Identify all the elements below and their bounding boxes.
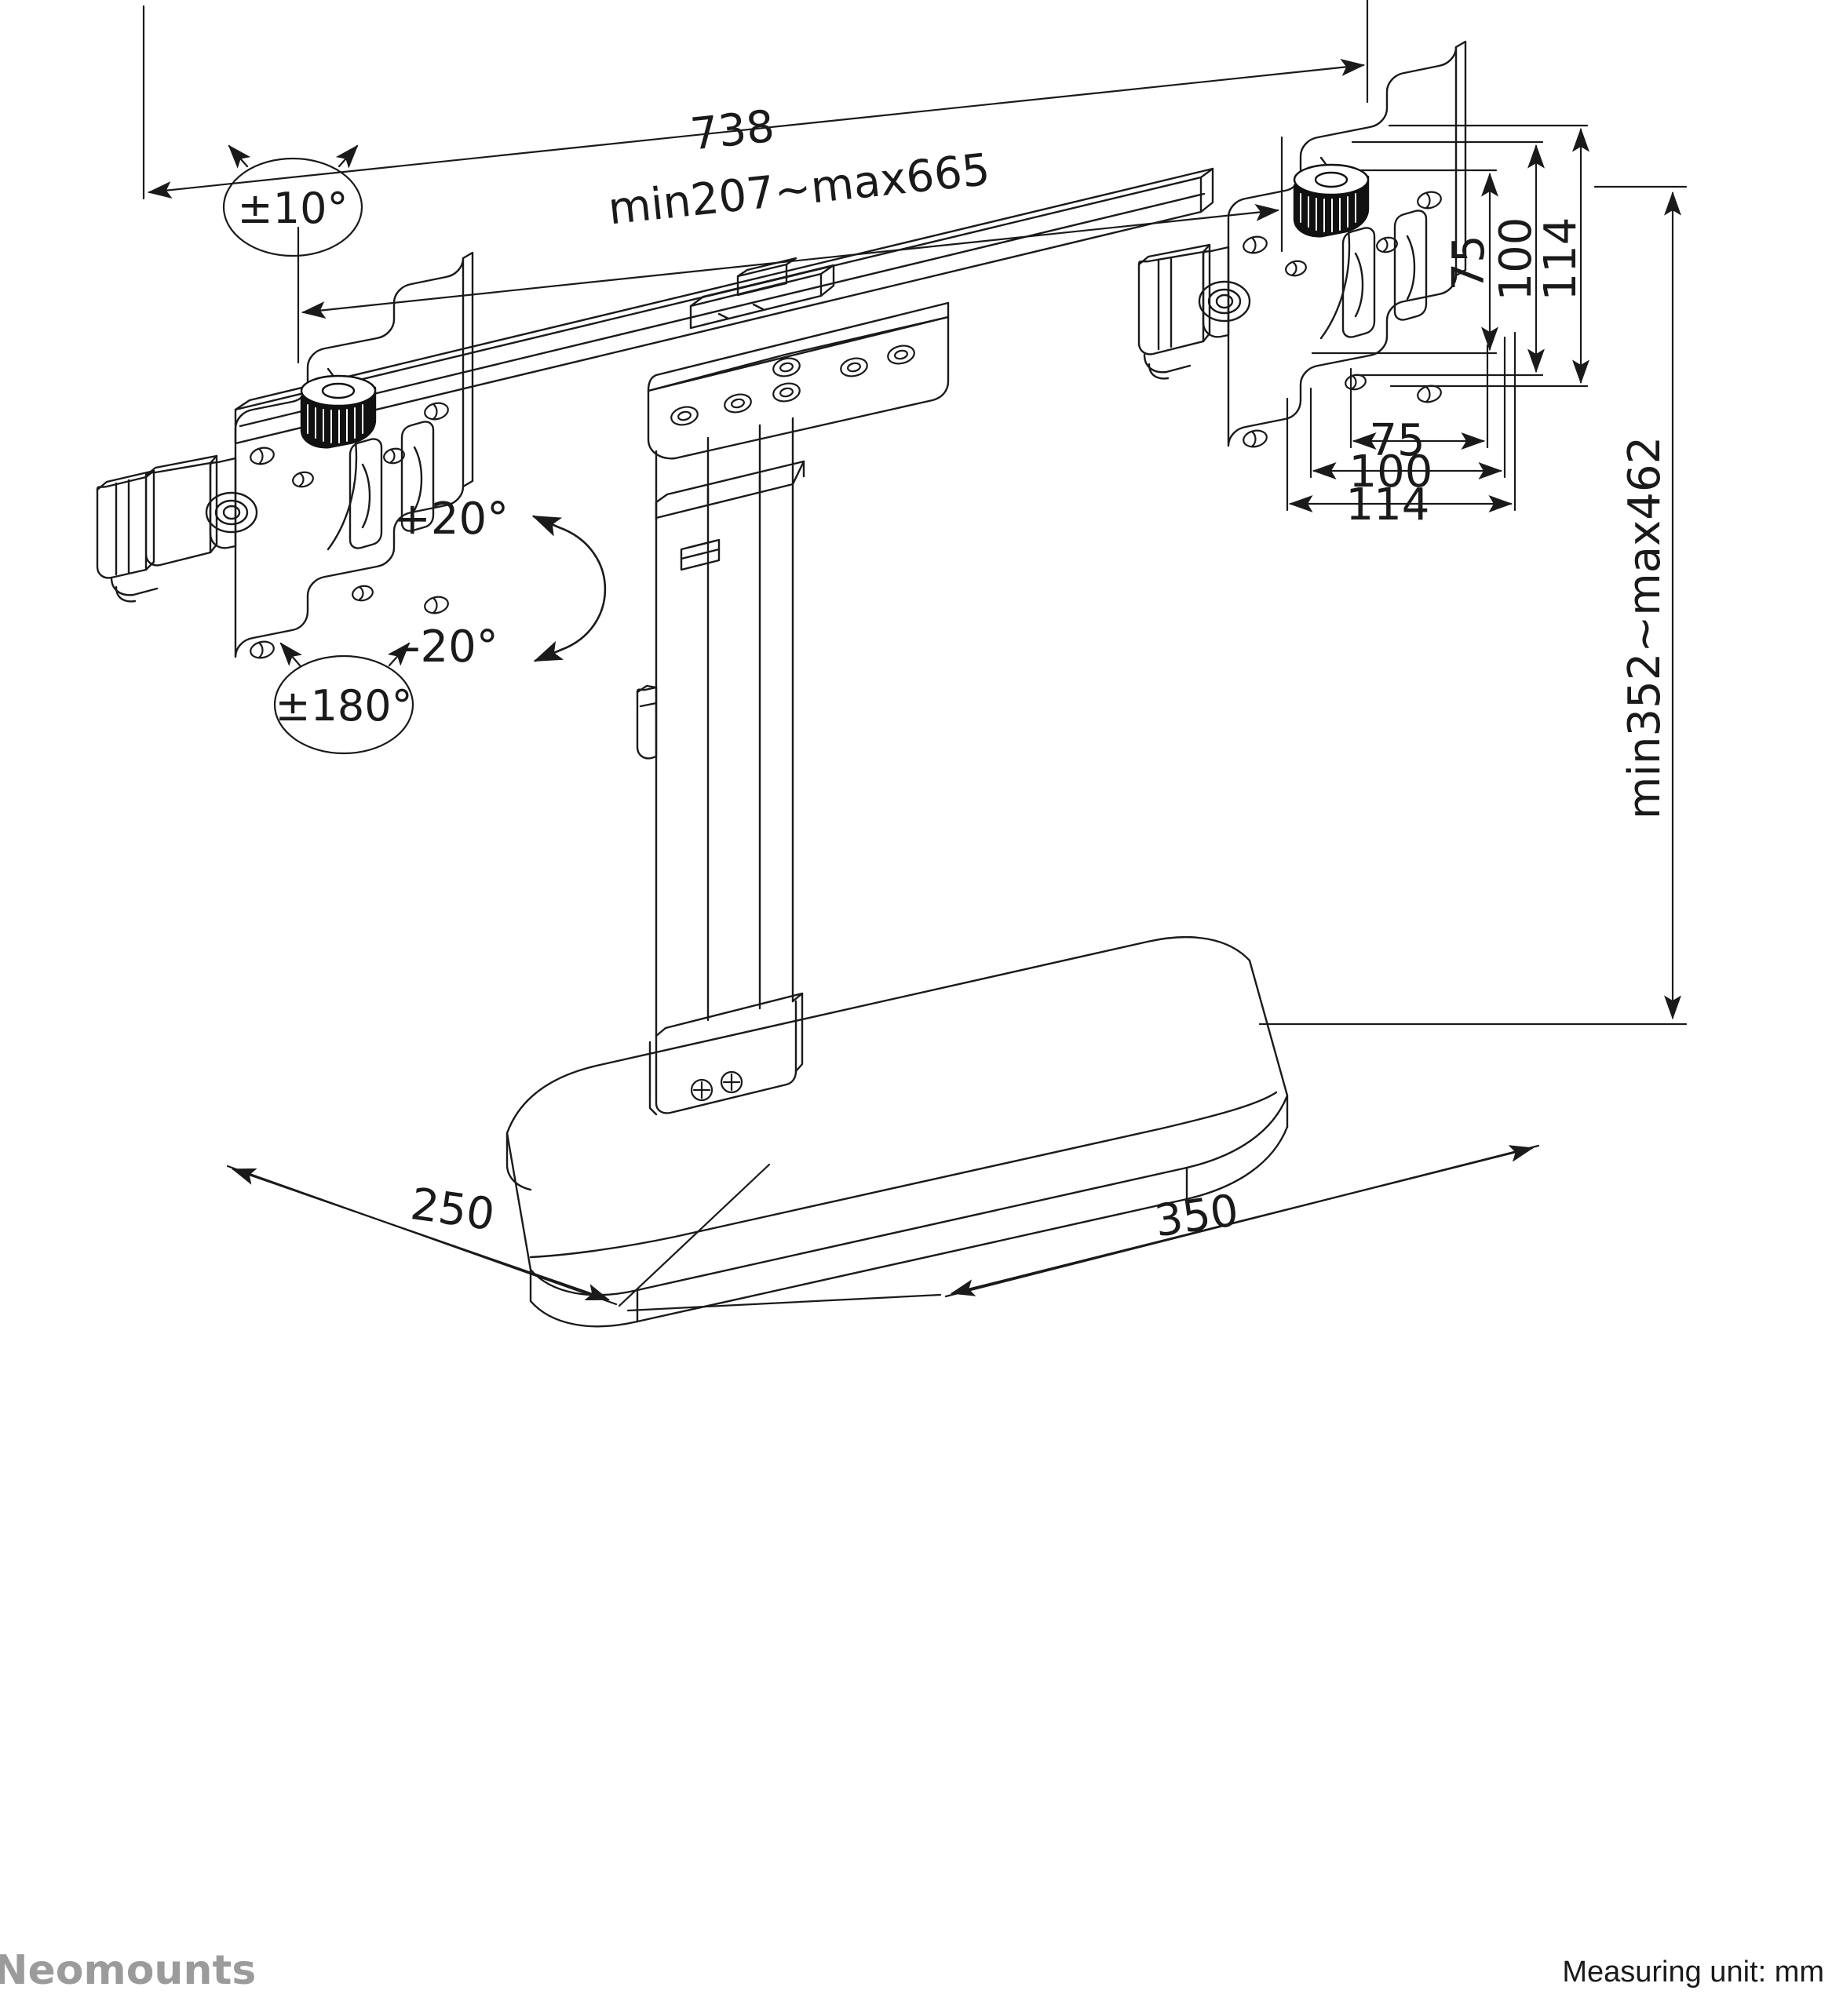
label-rotation-angle: ±180°: [275, 681, 412, 731]
rotation-angle-symbol: [273, 642, 414, 755]
label-base-width: 350: [1151, 1185, 1242, 1247]
right-knob: [1293, 163, 1370, 238]
label-tilt-up-angle: +20°: [394, 494, 509, 545]
label-base-depth: 250: [407, 1179, 498, 1241]
label-swivel-angle: ±10°: [238, 184, 349, 233]
label-overall-width: 738: [688, 101, 777, 161]
label-vesa-vertical-114: 114: [1535, 217, 1586, 301]
measuring-unit-note: Measuring unit: mm: [1562, 1956, 1824, 1989]
left-knob: [300, 374, 377, 449]
dimension-base-width: [626, 1144, 1540, 1312]
label-vesa-horizontal-75: 75: [1369, 415, 1425, 466]
label-vesa-horizontal-100: 100: [1349, 447, 1433, 498]
label-height-range: min352~max462: [1619, 436, 1670, 819]
swivel-angle-symbol: [222, 144, 363, 257]
vertical-column: [636, 417, 805, 1116]
center-bracket: [647, 257, 950, 460]
label-vesa-horizontal-114: 114: [1346, 479, 1430, 530]
dimension-height: [1258, 185, 1688, 1026]
left-vesa-mount: [96, 251, 474, 659]
tilt-angle-symbol: [531, 515, 607, 662]
dimension-vesa-vertical: [1308, 124, 1589, 388]
dimension-overall-width: [142, 0, 1369, 200]
base-plate: [505, 935, 1289, 1328]
dimension-base-depth: [226, 1163, 771, 1307]
crossbar-rail: [234, 167, 1214, 445]
right-vesa-mount: [1137, 40, 1467, 448]
label-tilt-down-angle: -20°: [404, 622, 498, 673]
label-vesa-vertical-100: 100: [1491, 217, 1542, 301]
label-arm-span: min207~max665: [606, 144, 992, 235]
dimension-vesa-horizontal: [1286, 331, 1516, 512]
label-vesa-vertical-75: 75: [1443, 235, 1494, 290]
brand-logo: Neomounts: [0, 1947, 257, 1994]
